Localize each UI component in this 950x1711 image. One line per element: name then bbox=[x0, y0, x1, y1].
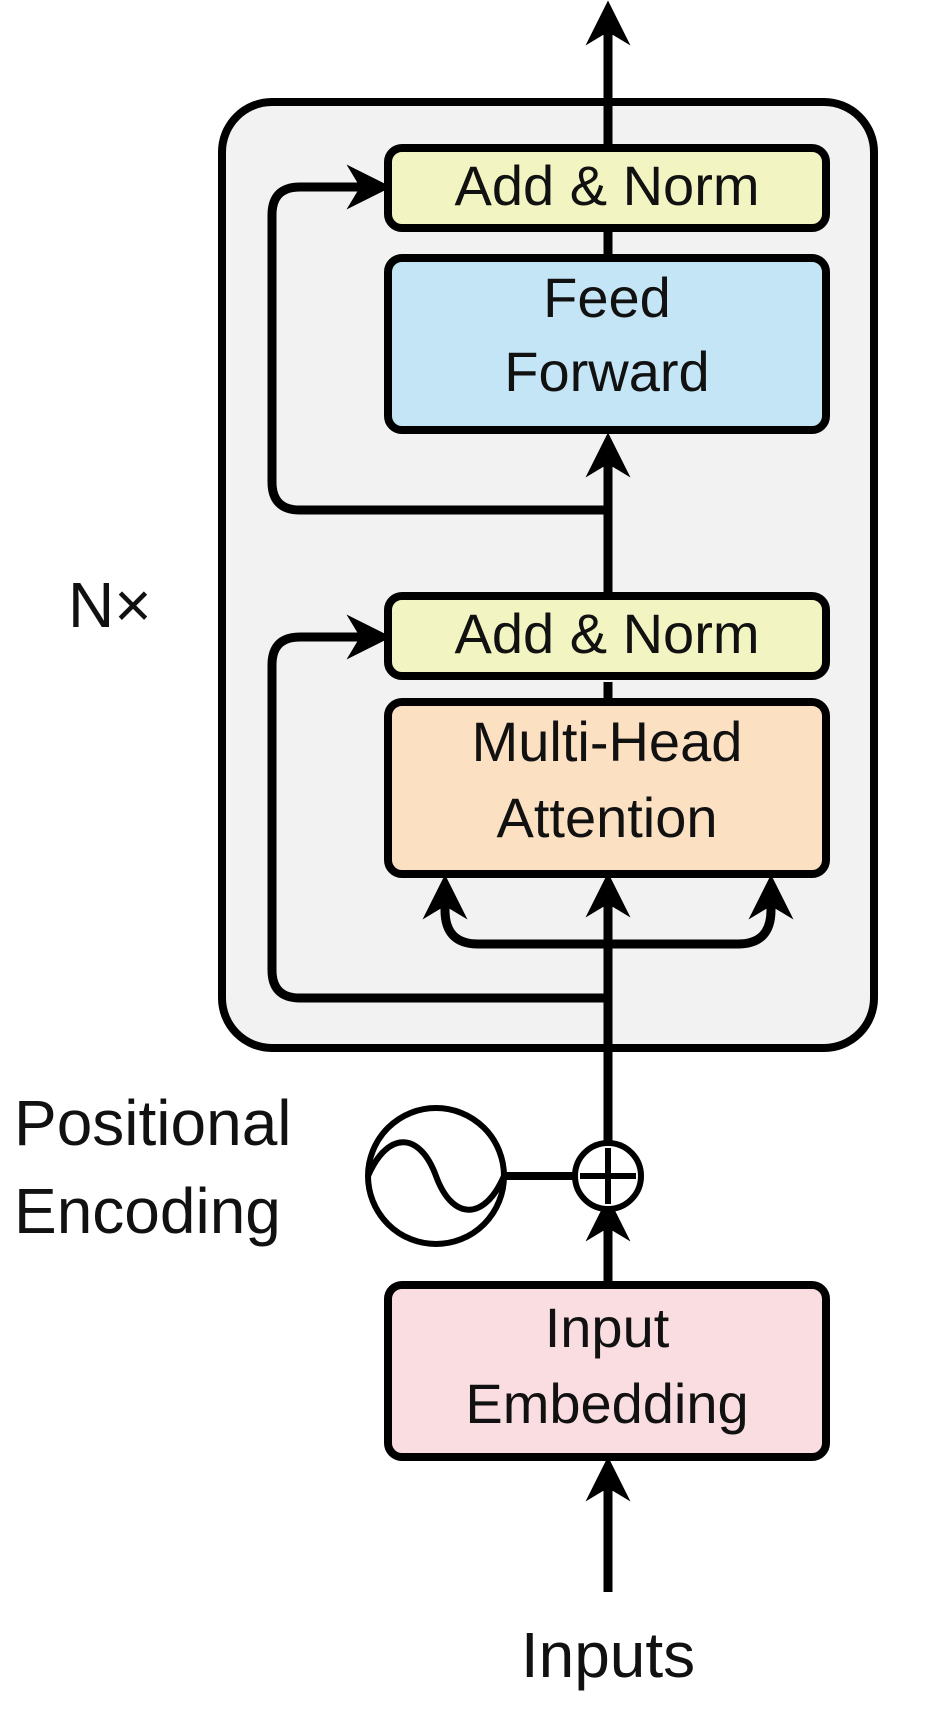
feed-forward-line1: Feed bbox=[543, 266, 671, 329]
add-norm-top-block: Add & Norm bbox=[384, 144, 830, 232]
add-norm-bottom-block: Add & Norm bbox=[384, 592, 830, 680]
sine-wave-circle-icon bbox=[365, 1105, 507, 1247]
residual-connection-bottom bbox=[267, 614, 608, 1003]
residual-connection-top bbox=[267, 164, 608, 515]
positional-encoding-line2: Encoding bbox=[14, 1175, 281, 1247]
attention-left-branch-arrow bbox=[422, 874, 608, 949]
attention-right-branch-arrow bbox=[608, 874, 794, 949]
multi-head-attention-line2: Attention bbox=[496, 786, 717, 849]
input-embedding-line1: Input bbox=[545, 1296, 670, 1359]
add-norm-bottom-label: Add & Norm bbox=[455, 602, 760, 665]
positional-encoding-line1: Positional bbox=[14, 1087, 292, 1159]
inputs-label: Inputs bbox=[521, 1619, 695, 1691]
circled-plus-icon bbox=[572, 1140, 644, 1212]
encoder-layer-container bbox=[218, 98, 878, 1052]
input-embedding-block: Input Embedding bbox=[384, 1281, 830, 1461]
multi-head-attention-line1: Multi-Head bbox=[472, 710, 743, 773]
multi-head-attention-block: Multi-Head Attention bbox=[384, 698, 830, 878]
feed-forward-line2: Forward bbox=[504, 340, 709, 403]
add-norm-top-label: Add & Norm bbox=[455, 154, 760, 217]
feed-forward-block: Feed Forward bbox=[384, 254, 830, 434]
input-embedding-line2: Embedding bbox=[465, 1372, 748, 1435]
repeat-count-label: N× bbox=[68, 569, 152, 641]
